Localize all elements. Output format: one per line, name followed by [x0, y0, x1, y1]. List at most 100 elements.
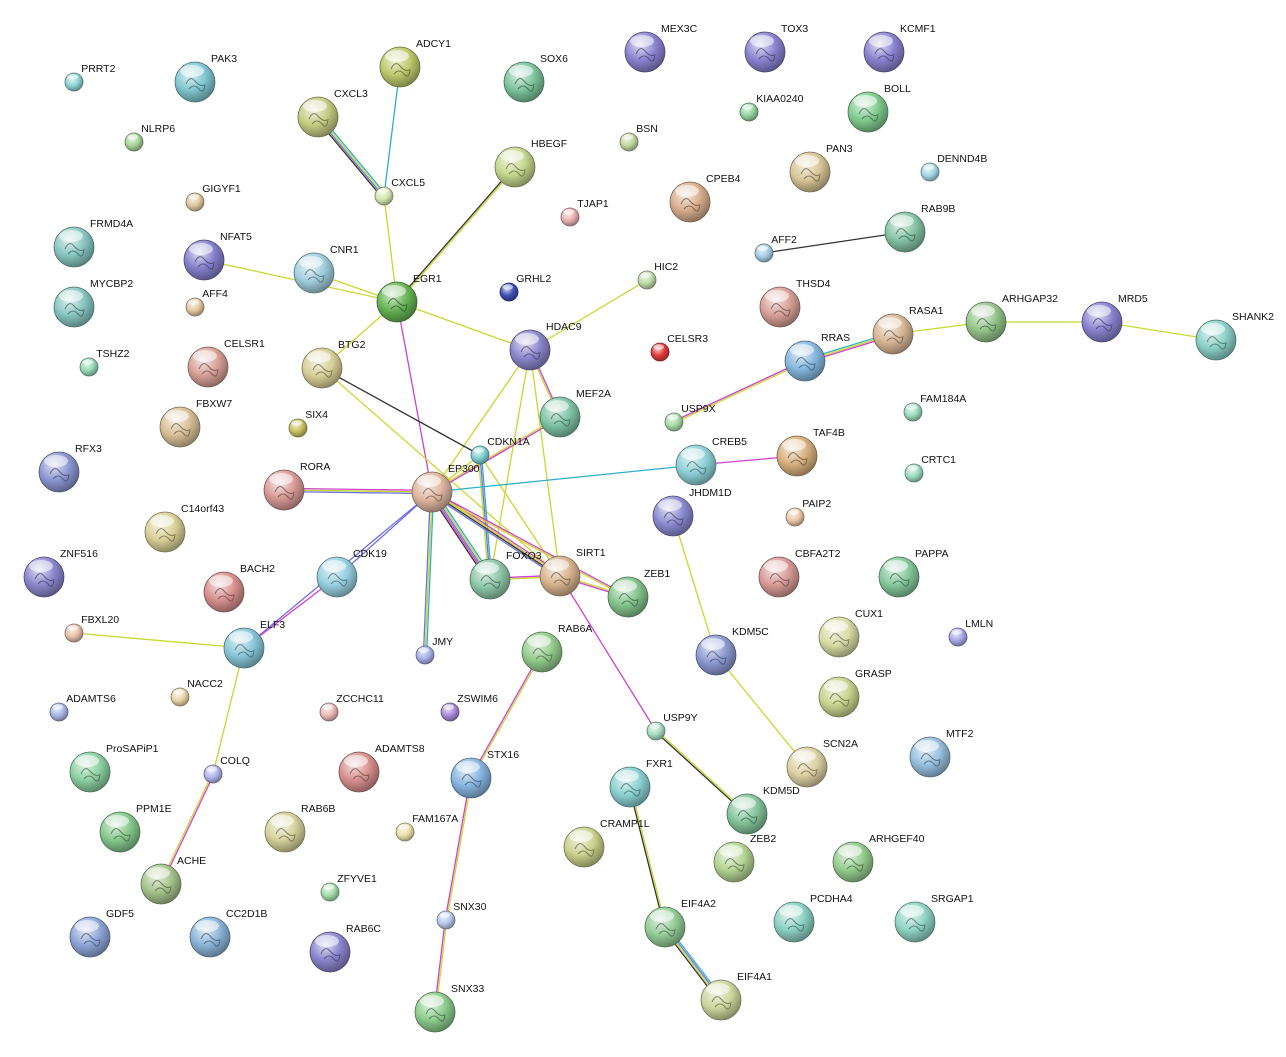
- node-HDAC9[interactable]: HDAC9: [509, 321, 582, 371]
- node-KDM5C[interactable]: KDM5C: [695, 626, 769, 676]
- node-ACHE[interactable]: ACHE: [140, 855, 206, 905]
- node-USP9X[interactable]: USP9X: [664, 403, 716, 432]
- node-RASA1[interactable]: RASA1: [872, 305, 944, 355]
- node-MRD5[interactable]: MRD5: [1081, 293, 1148, 343]
- node-TAF4B[interactable]: TAF4B: [776, 427, 845, 477]
- node-RORA[interactable]: RORA: [263, 461, 330, 511]
- node-PPM1E[interactable]: PPM1E: [99, 803, 172, 853]
- node-NACC2[interactable]: NACC2: [170, 678, 223, 707]
- node-TJAP1[interactable]: TJAP1: [560, 198, 609, 227]
- node-RRAS[interactable]: RRAS: [784, 332, 850, 382]
- node-ARHGEF40[interactable]: ARHGEF40: [832, 833, 925, 883]
- node-FRMD4A[interactable]: FRMD4A: [53, 218, 133, 268]
- node-CPEB4[interactable]: CPEB4: [669, 173, 741, 223]
- node-USP9Y[interactable]: USP9Y: [646, 712, 698, 741]
- node-CBFA2T2[interactable]: CBFA2T2: [758, 548, 841, 598]
- node-HBEGF[interactable]: HBEGF: [494, 138, 567, 188]
- node-BACH2[interactable]: BACH2: [203, 563, 275, 613]
- node-JMY[interactable]: JMY: [415, 636, 453, 665]
- node-SCN2A[interactable]: SCN2A: [786, 738, 858, 788]
- node-SIX4[interactable]: SIX4: [288, 409, 328, 438]
- node-EIF4A1[interactable]: EIF4A1: [700, 971, 772, 1021]
- node-STX16[interactable]: STX16: [450, 749, 519, 799]
- node-SOX6[interactable]: SOX6: [503, 53, 568, 103]
- node-FAM167A[interactable]: FAM167A: [395, 813, 458, 842]
- node-EGR1[interactable]: EGR1: [376, 273, 442, 323]
- node-TOX3[interactable]: TOX3: [744, 23, 808, 73]
- node-SNX30[interactable]: SNX30: [436, 901, 487, 930]
- node-GDF5[interactable]: GDF5: [69, 908, 134, 958]
- node-CRAMP1L[interactable]: CRAMP1L: [563, 818, 650, 868]
- node-SIRT1[interactable]: SIRT1: [539, 547, 606, 597]
- node-ADCY1[interactable]: ADCY1: [379, 38, 451, 88]
- node-MTF2[interactable]: MTF2: [909, 728, 974, 778]
- node-ZFYVE1[interactable]: ZFYVE1: [320, 873, 377, 902]
- node-PAN3[interactable]: PAN3: [789, 143, 853, 193]
- node-NLRP6[interactable]: NLRP6: [124, 123, 175, 152]
- node-PCDHA4[interactable]: PCDHA4: [773, 893, 853, 943]
- node-MEX3C[interactable]: MEX3C: [624, 23, 698, 73]
- node-ELF3[interactable]: ELF3: [223, 619, 285, 669]
- node-ARHGAP32[interactable]: ARHGAP32: [965, 293, 1058, 343]
- node-CC2D1B[interactable]: CC2D1B: [189, 908, 267, 958]
- node-ZCCHC11[interactable]: ZCCHC11: [319, 693, 384, 722]
- node-TSHZ2[interactable]: TSHZ2: [79, 348, 130, 377]
- node-MEF2A[interactable]: MEF2A: [539, 388, 611, 438]
- node-RAB6A[interactable]: RAB6A: [521, 623, 592, 673]
- node-PRRT2[interactable]: PRRT2: [64, 63, 116, 92]
- node-SNX33[interactable]: SNX33: [414, 983, 484, 1033]
- node-SRGAP1[interactable]: SRGAP1: [894, 893, 974, 943]
- node-FOXO3[interactable]: FOXO3: [469, 550, 542, 600]
- node-BOLL[interactable]: BOLL: [847, 83, 911, 133]
- node-SHANK2[interactable]: SHANK2: [1195, 311, 1274, 361]
- node-PAK3[interactable]: PAK3: [174, 53, 237, 103]
- node-KCMF1[interactable]: KCMF1: [863, 23, 936, 73]
- node-EP300[interactable]: EP300: [411, 463, 480, 513]
- node-CXCL5[interactable]: CXCL5: [374, 177, 425, 206]
- node-LMLN[interactable]: LMLN: [948, 618, 993, 647]
- node-CELSR1[interactable]: CELSR1: [187, 338, 265, 388]
- node-FBXL20[interactable]: FBXL20: [64, 614, 119, 643]
- node-FXR1[interactable]: FXR1: [609, 758, 673, 808]
- node-FBXW7[interactable]: FBXW7: [159, 398, 232, 448]
- node-JHDM1D[interactable]: JHDM1D: [652, 487, 732, 537]
- node-ZEB2[interactable]: ZEB2: [713, 833, 776, 883]
- node-BSN[interactable]: BSN: [619, 123, 658, 152]
- node-CXCL3[interactable]: CXCL3: [297, 88, 368, 138]
- node-CDKN1A[interactable]: CDKN1A: [470, 436, 530, 465]
- node-RAB6B[interactable]: RAB6B: [264, 803, 335, 853]
- node-ProSAPiP1[interactable]: ProSAPiP1: [69, 743, 159, 793]
- node-ADAMTS6[interactable]: ADAMTS6: [49, 693, 116, 722]
- node-ZSWIM6[interactable]: ZSWIM6: [440, 693, 498, 722]
- node-CRTC1[interactable]: CRTC1: [904, 454, 956, 483]
- node-GRHL2[interactable]: GRHL2: [499, 273, 551, 302]
- node-PAIP2[interactable]: PAIP2: [785, 498, 831, 527]
- node-RAB9B[interactable]: RAB9B: [884, 203, 955, 253]
- node-GRASP[interactable]: GRASP: [818, 668, 892, 718]
- node-CREB5[interactable]: CREB5: [675, 436, 747, 486]
- node-KDM5D[interactable]: KDM5D: [726, 785, 800, 835]
- node-ZNF516[interactable]: ZNF516: [23, 548, 98, 598]
- node-THSD4[interactable]: THSD4: [759, 278, 831, 328]
- node-COLQ[interactable]: COLQ: [203, 755, 250, 784]
- node-MYCBP2[interactable]: MYCBP2: [53, 278, 133, 328]
- node-GIGYF1[interactable]: GIGYF1: [185, 183, 241, 212]
- node-RAB6C[interactable]: RAB6C: [309, 923, 381, 973]
- node-C14orf43[interactable]: C14orf43: [144, 503, 224, 553]
- node-CDK19[interactable]: CDK19: [316, 548, 387, 598]
- node-EIF4A2[interactable]: EIF4A2: [644, 898, 716, 948]
- node-ZEB1[interactable]: ZEB1: [607, 568, 670, 618]
- node-RFX3[interactable]: RFX3: [38, 443, 102, 493]
- node-NFAT5[interactable]: NFAT5: [183, 231, 252, 281]
- node-AFF4[interactable]: AFF4: [185, 288, 228, 317]
- node-DENND4B[interactable]: DENND4B: [920, 153, 987, 182]
- node-CNR1[interactable]: CNR1: [293, 244, 359, 294]
- node-KIAA0240[interactable]: KIAA0240: [739, 93, 804, 122]
- node-CELSR3[interactable]: CELSR3: [650, 333, 708, 362]
- node-ADAMTS8[interactable]: ADAMTS8: [338, 743, 425, 793]
- node-CUX1[interactable]: CUX1: [818, 608, 883, 658]
- node-AFF2[interactable]: AFF2: [754, 234, 797, 263]
- node-HIC2[interactable]: HIC2: [637, 261, 678, 290]
- node-PAPPA[interactable]: PAPPA: [878, 548, 948, 598]
- node-FAM184A[interactable]: FAM184A: [903, 393, 966, 422]
